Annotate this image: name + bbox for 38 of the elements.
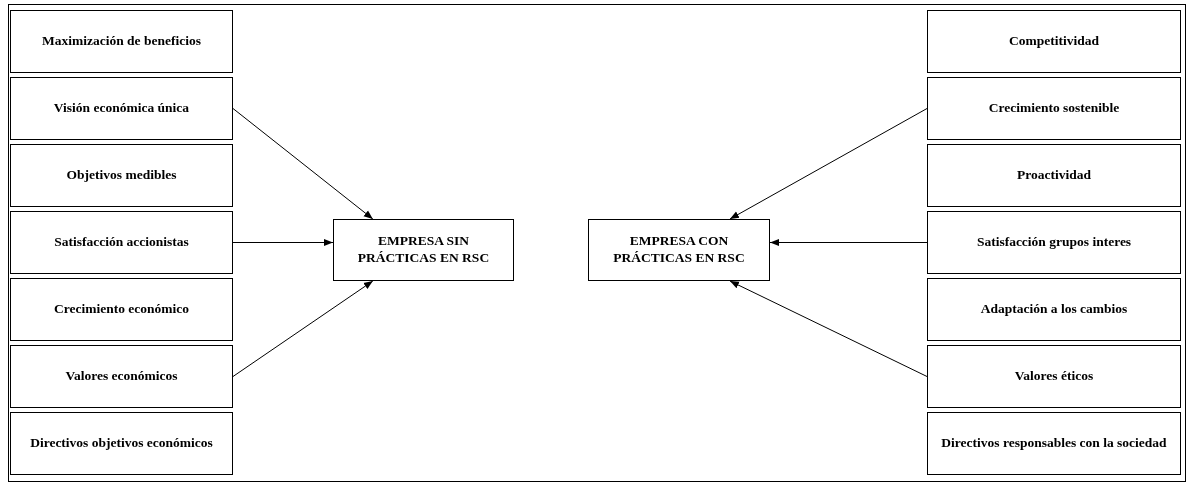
attribute-box (927, 278, 1181, 341)
box-label: Directivos objetivos económicos (29, 435, 214, 452)
box-label: Visión económica única (52, 100, 191, 117)
attribute-box (10, 278, 233, 341)
box-label: EMPRESA SIN PRÁCTICAS EN RSC (356, 233, 491, 267)
attribute-box (927, 77, 1181, 140)
box-label: Crecimiento sostenible (987, 100, 1121, 117)
attribute-box (10, 144, 233, 207)
arrow (232, 280, 374, 377)
attribute-box (927, 10, 1181, 73)
box-label: Satisfacción accionistas (53, 234, 190, 251)
arrow (232, 238, 334, 247)
attribute-box (10, 345, 233, 408)
attribute-box (927, 412, 1181, 475)
attribute-box (927, 345, 1181, 408)
attribute-box (927, 211, 1181, 274)
arrow (769, 238, 928, 247)
arrow (729, 108, 928, 220)
attribute-box (10, 77, 233, 140)
company-box (333, 219, 514, 281)
attribute-box (10, 10, 233, 73)
box-label: Maximización de beneficios (41, 33, 202, 50)
attribute-box (927, 144, 1181, 207)
box-label: Crecimiento económico (52, 301, 191, 318)
box-label: Valores económicos (64, 368, 179, 385)
box-label: EMPRESA CON PRÁCTICAS EN RSC (612, 233, 746, 267)
box-label: Directivos responsables con la sociedad (940, 435, 1168, 452)
company-box (588, 219, 770, 281)
box-label: Competitividad (1008, 33, 1100, 50)
box-label: Adaptación a los cambios (979, 301, 1129, 318)
attribute-box (10, 211, 233, 274)
box-label: Objetivos medibles (65, 167, 178, 184)
box-label: Proactividad (1016, 167, 1092, 184)
box-label: Satisfacción grupos interes (975, 234, 1133, 251)
arrow (729, 280, 928, 377)
box-label: Valores éticos (1013, 368, 1095, 385)
arrow (232, 108, 374, 220)
attribute-box (10, 412, 233, 475)
